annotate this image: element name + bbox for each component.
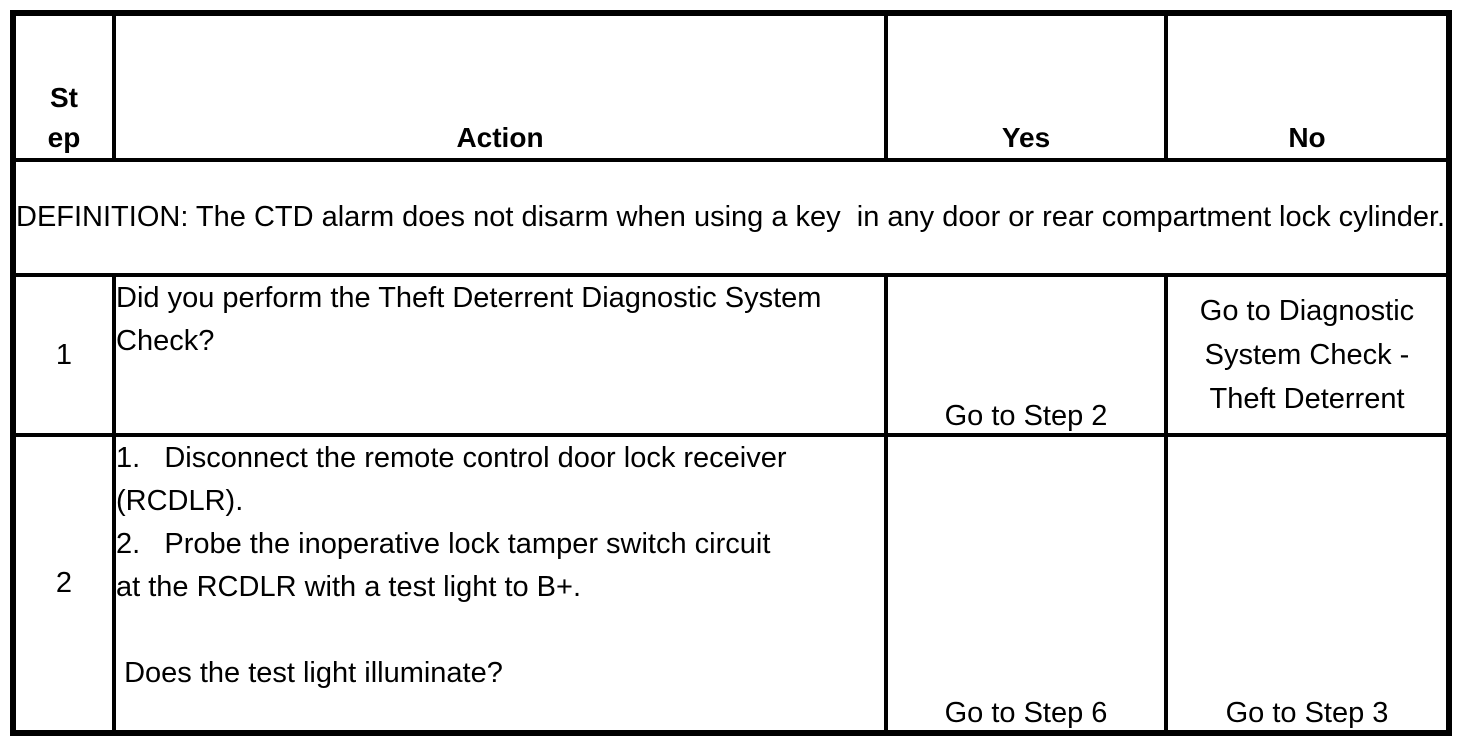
- theft-deterrent-diagnostic-table: St ep Action Yes No DEFINITION: The CTD …: [10, 10, 1452, 736]
- column-header-action: Action: [112, 11, 888, 162]
- text-line: System Check -: [1204, 339, 1410, 371]
- text-line: Did you perform the Theft Deterrent Diag…: [116, 282, 822, 314]
- text-line: [118, 609, 882, 652]
- definition-row: DEFINITION: The CTD alarm does not disar…: [11, 158, 1451, 277]
- action-cell: 1. Disconnect the remote control door lo…: [112, 433, 888, 735]
- yes-result-cell: Go to Step 6: [884, 433, 1168, 735]
- no-result-cell: Go to Step 3: [1164, 433, 1451, 735]
- definition-cell: DEFINITION: The CTD alarm does not disar…: [11, 158, 1451, 277]
- step-number-cell: 1: [11, 273, 116, 437]
- text-line: 2. Probe the inoperative lock tamper swi…: [116, 528, 771, 560]
- step-header-line2: ep: [47, 122, 81, 153]
- header-row: St ep Action Yes No: [11, 11, 1451, 162]
- text-line: Go to Diagnostic: [1199, 295, 1415, 327]
- yes-result-cell: Go to Step 2: [884, 273, 1168, 437]
- action-cell: Did you perform the Theft Deterrent Diag…: [112, 273, 888, 437]
- text-line: Does the test light illuminate?: [116, 657, 503, 689]
- step-header-line1: St: [50, 82, 78, 113]
- text-line: 1. Disconnect the remote control door lo…: [116, 442, 787, 474]
- step-number-cell: 2: [11, 433, 116, 735]
- text-line: (RCDLR).: [116, 485, 244, 517]
- text-line: Check?: [116, 325, 215, 357]
- table-row-step-1: 1 Did you perform the Theft Deterrent Di…: [11, 273, 1451, 437]
- column-header-no: No: [1164, 11, 1451, 162]
- column-header-yes: Yes: [884, 11, 1168, 162]
- table-row-step-2: 2 1. Disconnect the remote control door …: [11, 433, 1451, 735]
- text-line: at the RCDLR with a test light to B+.: [116, 571, 582, 603]
- text-line: Theft Deterrent: [1209, 383, 1405, 415]
- column-header-step: St ep: [11, 11, 116, 162]
